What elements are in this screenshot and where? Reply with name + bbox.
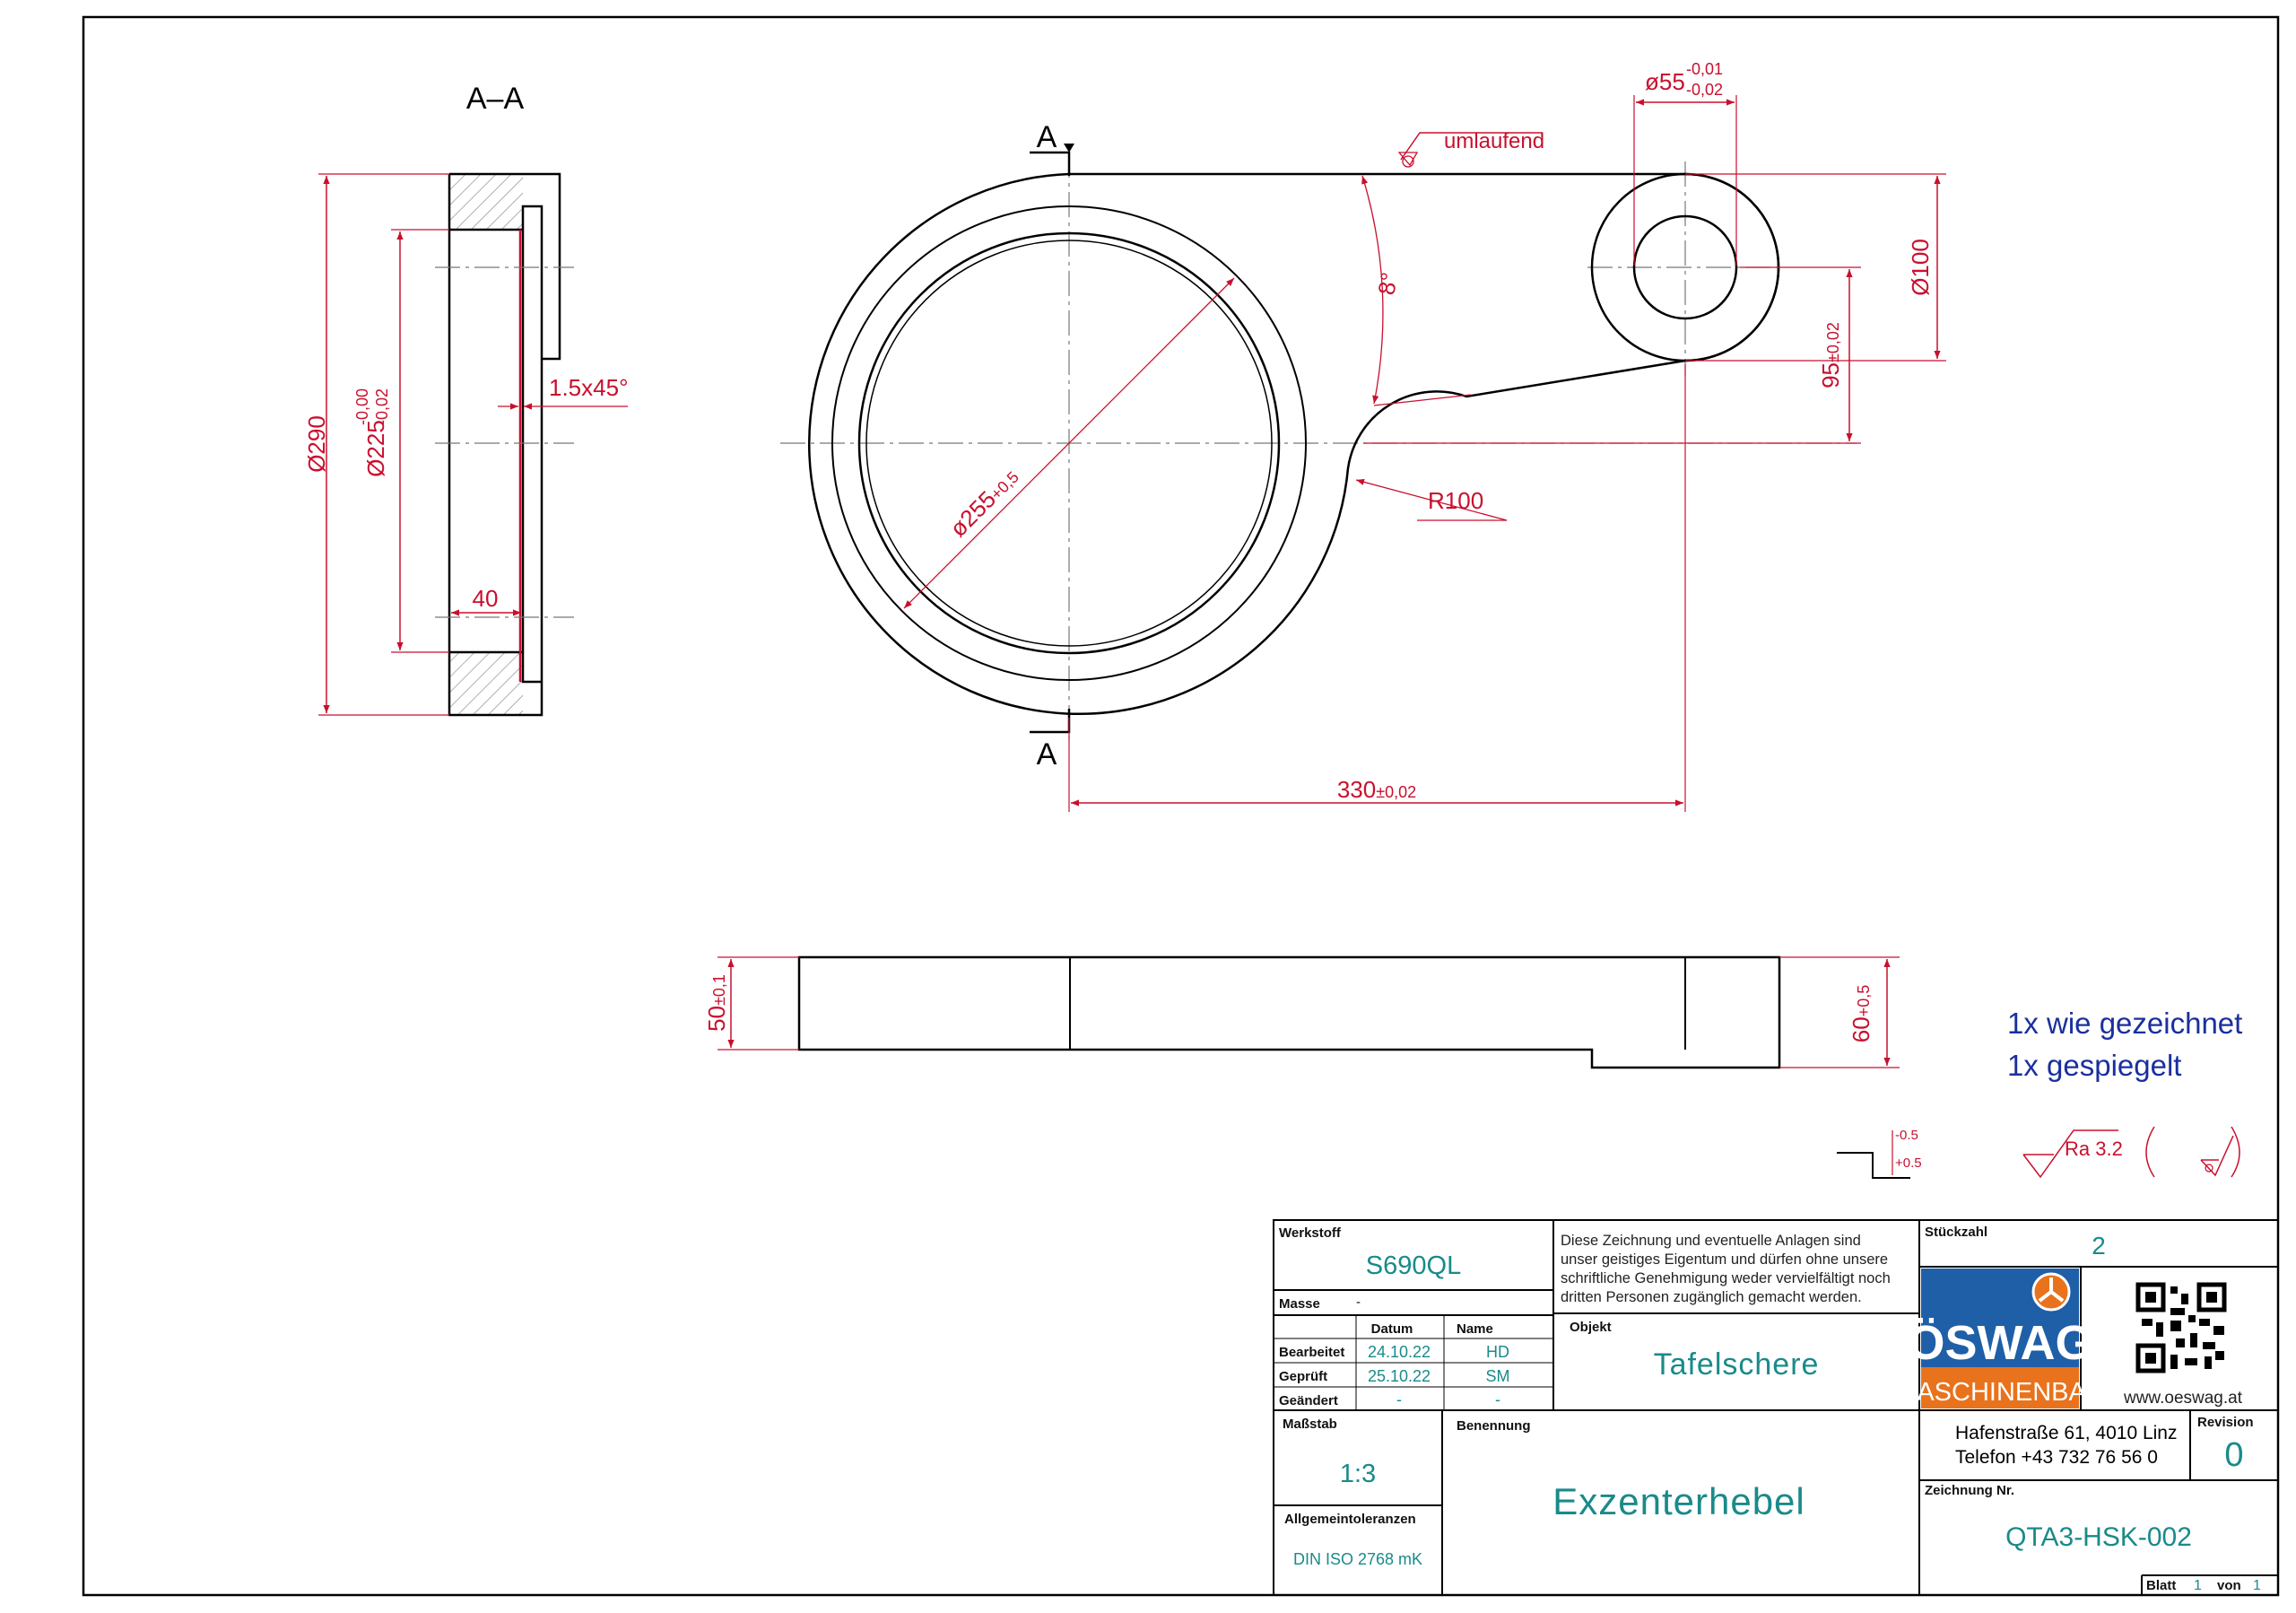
dim-d55-tol-lower: -0,02 [1686,81,1723,99]
section-label: A–A [466,82,525,116]
section-outline [448,172,561,717]
disclaimer-line-1: Diese Zeichnung und eventuelle Anlagen s… [1561,1233,1861,1249]
edge-tolerance-symbol: -0.5 +0.5 [1837,1128,1922,1179]
address-line-2: Telefon +43 732 76 56 0 [1955,1447,2158,1468]
surface-roughness-symbol: Ra 3.2 [2022,1126,2240,1179]
cut-marker-top-label: A [1037,120,1057,154]
dim-d55: ø55 [1645,68,1685,95]
dim-l330: 330±0,02 [1337,776,1416,803]
blatt-label: Blatt [2146,1578,2176,1593]
bore-inner [865,240,1273,647]
revision-label: Revision [2197,1415,2254,1430]
ring-inner-outline [831,205,1307,681]
stueckzahl-label: Stückzahl [1925,1225,1987,1240]
dim-40: 40 [473,585,499,612]
masse-value: - [1356,1295,1361,1310]
col-datum: Datum [1371,1321,1413,1337]
dim-t50-tol: ±0,1 [710,974,728,1006]
cut-marker-top [1030,151,1071,176]
disclaimer-line-4: dritten Personen zugänglich gemacht werd… [1561,1289,1862,1305]
front-view: A A ø255+0,5 8° umlaufend ø55 -0,01 -0,0… [780,60,1946,812]
side-view: 50±0,1 60+0,5 [703,955,1900,1069]
section-hatch-top [449,174,523,230]
dim-h95-tol: ±0,02 [1824,322,1842,362]
disclaimer-line-3: schriftliche Genehmigung weder vervielfä… [1561,1270,1891,1286]
dim-d100: Ø100 [1907,239,1934,296]
logo-top-text: ÖSWAG [1907,1316,2092,1370]
dim-r100: R100 [1428,487,1483,514]
dim-t50: 50±0,1 [703,974,730,1032]
von-value: 1 [2253,1578,2261,1593]
section-hatch-bottom [449,652,523,715]
symbol-roughness: Ra 3.2 [2065,1138,2123,1160]
disclaimer-line-2: unser geistiges Eigentum und dürfen ohne… [1561,1251,1888,1268]
zeichnung-label: Zeichnung Nr. [1925,1483,2014,1498]
cut-marker-bottom-label: A [1037,737,1057,772]
massstab-value: 1:3 [1340,1460,1376,1488]
dim-d55-tol-upper: -0,01 [1686,60,1723,78]
masse-label: Masse [1279,1296,1320,1312]
drawing-frame [82,15,2280,1597]
side-view-outline [797,955,1781,1069]
website[interactable]: www.oeswag.at [2123,1389,2243,1408]
objekt-value: Tafelschere [1654,1347,1820,1382]
dim-t60-tol: +0,5 [1855,985,1873,1017]
dim-d225: Ø225 [362,420,389,477]
oeswag-logo: ÖSWAG MASCHINENBAU [1895,1269,2105,1408]
dim-d255: ø255+0,5 [944,463,1023,542]
row-geprueft-datum: 25.10.22 [1368,1367,1431,1385]
note-line-1: 1x wie gezeichnet [2007,1007,2242,1040]
logo-bottom-text: MASCHINENBAU [1895,1378,2105,1407]
qr-code [2135,1282,2227,1373]
dim-umlaufend: umlaufend [1444,129,1544,153]
row-geaendert-name: - [1495,1391,1500,1408]
weld-symbol [1400,132,1543,161]
toleranzen-value: DIN ISO 2768 mK [1293,1550,1422,1568]
dim-d225-tol-lower: -0,02 [373,388,391,425]
symbol-tol-upper: -0.5 [1895,1128,1918,1143]
blatt-value: 1 [2194,1578,2202,1593]
row-geprueft-name: SM [1486,1367,1510,1385]
dim-l330-tol: ±0,02 [1376,783,1416,801]
row-geprueft-label: Geprüft [1279,1369,1327,1384]
zeichnung-value: QTA3-HSK-002 [2005,1522,2192,1552]
row-bearbeitet-datum: 24.10.22 [1368,1343,1431,1361]
row-bearbeitet-name: HD [1486,1343,1509,1361]
col-name: Name [1457,1321,1493,1337]
toleranzen-label: Allgemeintoleranzen [1284,1512,1416,1527]
werkstoff-label: Werkstoff [1279,1225,1342,1241]
lever-outline [807,172,1780,716]
objekt-label: Objekt [1570,1320,1612,1335]
von-label: von [2217,1578,2241,1593]
note-line-2: 1x gespiegelt [2007,1049,2181,1082]
section-view-a-a: A–A Ø290 Ø225 -0,00 -0,02 1.5x45° 40 [303,82,628,717]
dim-chamfer: 1.5x45° [549,374,628,401]
eye-bore [1632,214,1738,320]
massstab-label: Maßstab [1283,1417,1337,1432]
address-line-1: Hafenstraße 61, 4010 Linz [1955,1423,2178,1443]
benennung-value: Exzenterhebel [1552,1480,1805,1522]
row-geaendert-label: Geändert [1279,1393,1338,1408]
symbol-tol-lower: +0.5 [1895,1155,1922,1171]
row-bearbeitet-label: Bearbeitet [1279,1345,1344,1360]
dim-h95: 95±0,02 [1817,322,1844,388]
bore-outer [857,231,1281,655]
benennung-label: Benennung [1457,1418,1531,1434]
dim-angle: 8° [1372,270,1403,297]
title-block: Werkstoff S690QL Masse - Datum Name Bear… [1273,1219,2279,1596]
row-geaendert-datum: - [1396,1391,1402,1408]
stueckzahl-value: 2 [2092,1232,2106,1260]
revision-value: 0 [2224,1436,2243,1474]
dim-d290: Ø290 [303,415,330,473]
dim-t60: 60+0,5 [1848,985,1874,1042]
werkstoff-value: S690QL [1366,1251,1461,1280]
dim-d225-tol-upper: -0,00 [353,388,371,425]
